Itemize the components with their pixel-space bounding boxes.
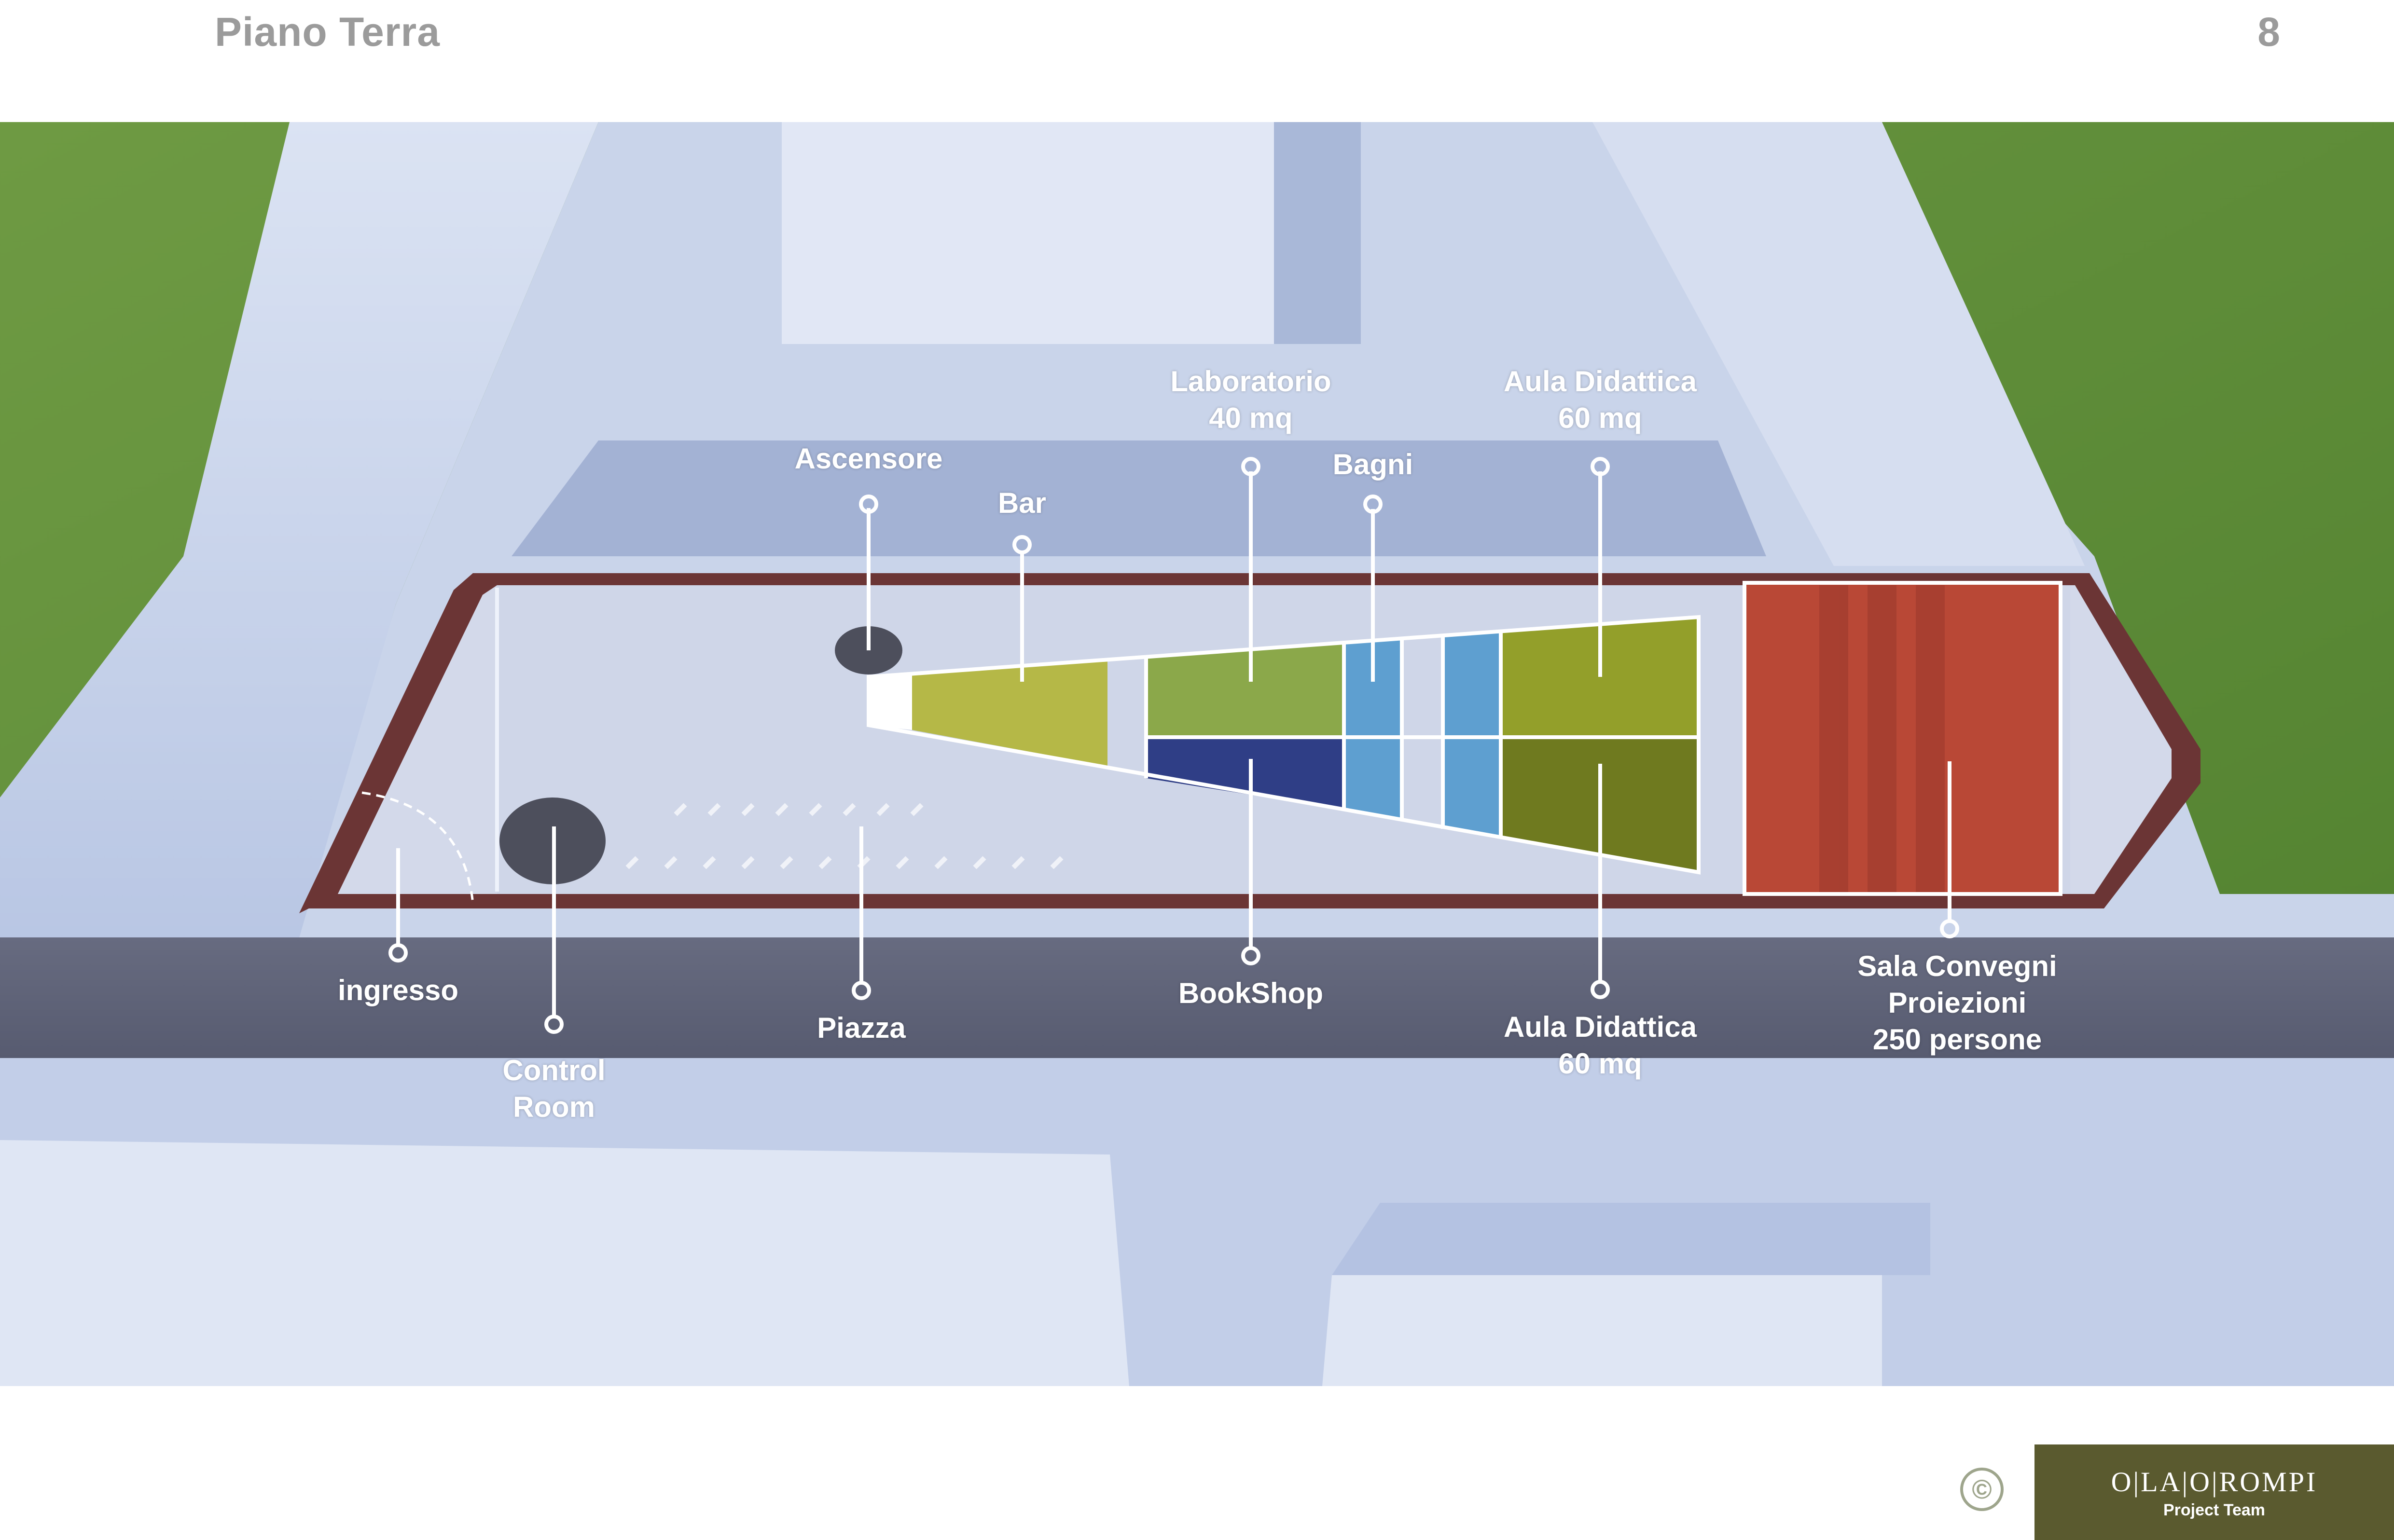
page-number: 8 [2257,9,2280,55]
building-right-roof [1592,122,2085,566]
page-title: Piano Terra [215,9,440,55]
site-render [0,122,2394,1386]
label-bagni: Bagni [1332,448,1413,481]
sala-convegni-outline [1743,581,2062,896]
logo-text: O|LA|O|ROMPI [2111,1466,2318,1498]
wedge-outlines [867,615,1701,875]
brand-logo: O|LA|O|ROMPI Project Team [2034,1444,2394,1540]
laboratorio-zone [1146,643,1344,737]
bagni-zone-1 [1344,639,1402,819]
road [0,937,2394,1058]
label-bar: Bar [997,487,1047,519]
copyright-icon: © [1960,1468,2004,1511]
label-ingresso: ingresso [337,974,459,1006]
logo-subtitle: Project Team [2163,1501,2265,1519]
bar-zone [912,659,1107,766]
tower-shadow [1274,122,1361,344]
lower-building-right [1322,1275,1882,1386]
tower-top [782,122,1361,344]
bagni-zone-2 [1443,632,1501,839]
lower-building-left [0,1140,1129,1386]
label-leaders [388,457,1959,1034]
elevator-zone [869,673,912,730]
label-ascensore: Ascensore [794,442,943,475]
entrance-door-swing [361,791,474,904]
label-piazza: Piazza [817,1012,906,1044]
sala-convegni-zone [1744,583,2061,894]
label-bookshop: BookShop [1178,977,1323,1009]
building-block-left [0,122,598,981]
sala-seating [1819,585,1945,894]
lower-building-right-top [1332,1203,1930,1275]
bookshop-zone [1146,737,1344,810]
roof-shadow [512,440,1766,556]
aula-zone-top [1501,617,1699,737]
floor-markings [625,803,1064,869]
